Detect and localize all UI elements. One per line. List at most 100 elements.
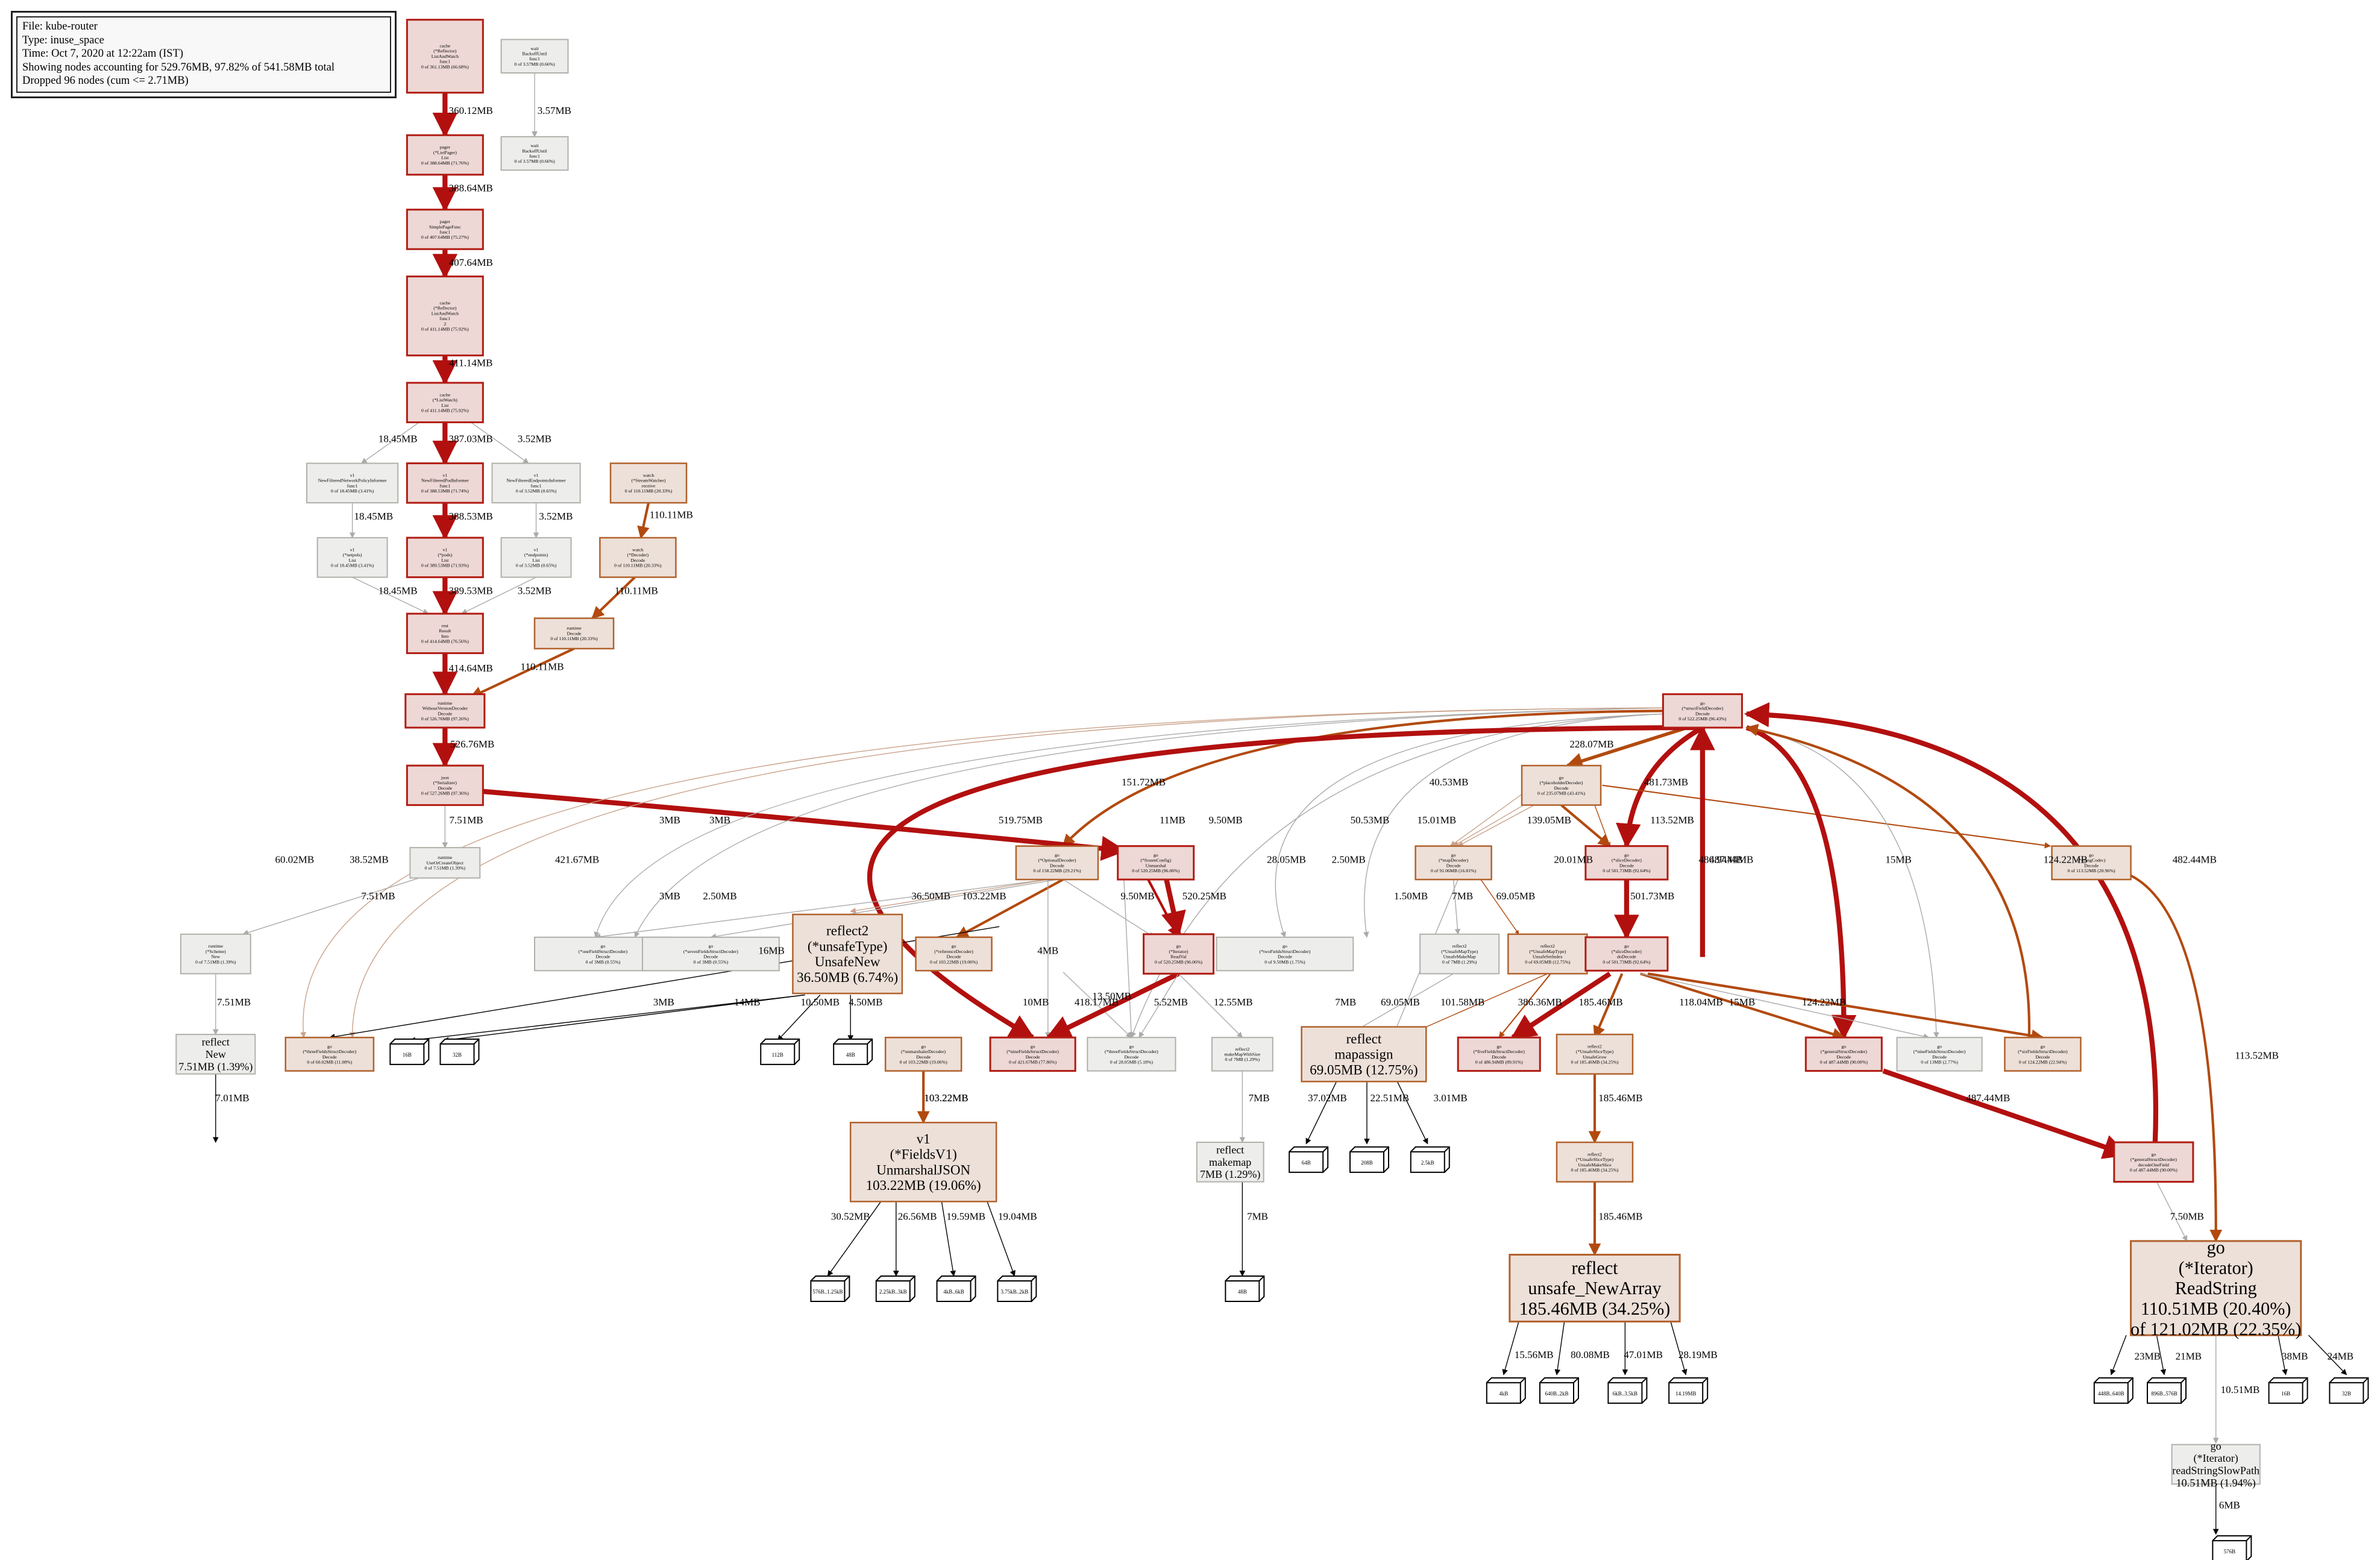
edge-label: 7.50MB <box>2170 1211 2204 1222</box>
node-label: go <box>1841 1043 1846 1049</box>
edge <box>1480 879 1519 935</box>
node-label: 0 of 103.22MB (19.06%) <box>900 1060 947 1065</box>
edge <box>2278 1335 2288 1376</box>
allocation-size-label: 4kB <box>1499 1391 1508 1397</box>
node-label: (*UnsafeSliceType) <box>1576 1157 1614 1162</box>
edge-label: 414.64MB <box>449 662 493 674</box>
node-label: (*pods) <box>438 552 452 558</box>
allocation-size-label: 6kB..3.5kB <box>1613 1391 1637 1397</box>
node-label: Into <box>441 634 449 639</box>
allocation-size-box: 208B <box>1349 1146 1389 1173</box>
edge-label: 228.07MB <box>1569 738 1613 750</box>
node-label: Decode <box>1836 1054 1851 1060</box>
node-label: NewFilteredNetworkPolicyInformer <box>318 478 387 483</box>
node-label: go <box>2041 1043 2046 1049</box>
node-label: 0 of 110.11MB (20.33%) <box>625 488 673 494</box>
edge-label: 30.52MB <box>831 1211 870 1222</box>
node-label: (*placeholderDecoder) <box>1540 780 1583 785</box>
node-label: func1 <box>531 483 542 488</box>
edge <box>1647 972 2044 1042</box>
allocation-size-box: 576B..1.25kB <box>810 1275 850 1302</box>
edge-label: 520.25MB <box>1182 890 1226 902</box>
allocation-size-label: 14.19MB <box>1675 1391 1696 1397</box>
edge <box>1452 879 1461 935</box>
allocation-size-box: 640B..2kB <box>1539 1377 1579 1404</box>
allocation-size-box: 48B <box>833 1038 873 1065</box>
node-label: go <box>1031 1043 1035 1049</box>
edge-label: 3.52MB <box>518 433 551 444</box>
node-label: Unmarshal <box>1146 863 1167 868</box>
node-label: 2 <box>444 321 446 327</box>
edge-label: 526.76MB <box>450 738 494 750</box>
node-label: runtime <box>438 855 453 860</box>
node-label: watch <box>643 473 655 478</box>
allocation-size-label: 576B <box>2224 1549 2236 1555</box>
node-label: reflect2 <box>1540 943 1555 949</box>
edge <box>1161 879 1186 937</box>
node-label: 0 of 361.13MB (66.68%) <box>421 64 469 69</box>
node-label: 0 of 60.02MB (11.08%) <box>307 1060 352 1065</box>
allocation-size-label: 16B <box>2281 1391 2290 1397</box>
allocation-size-label: 32B <box>453 1052 462 1058</box>
node-label: 0 of 486.94MB (89.91%) <box>1475 1060 1523 1065</box>
node-label: receive <box>642 483 656 488</box>
node-label: 0 of 421.67MB (77.86%) <box>1009 1060 1057 1065</box>
node-label: go <box>1624 852 1629 858</box>
edge-label: 15MB <box>1729 996 1755 1008</box>
node-label: go <box>1559 775 1564 780</box>
edge-label: 387.03MB <box>449 433 493 444</box>
node-label: 0 of 526.76MB (97.26%) <box>421 716 469 722</box>
edge <box>1275 713 1663 938</box>
node-label: (*sixFieldsStructDecoder) <box>2018 1049 2068 1054</box>
node-label: func1 <box>347 483 358 488</box>
node-label: SimplePageFunc <box>429 224 461 230</box>
node-label: reflect <box>1216 1144 1244 1156</box>
edge-label: 9.50MB <box>1209 814 1243 826</box>
allocation-size-box: 4kB <box>1486 1377 1526 1404</box>
edge-label: 421.67MB <box>555 854 599 865</box>
edge-label: 110.11MB <box>521 661 564 672</box>
edge <box>1670 1321 1688 1376</box>
node-label: mapassign <box>1334 1047 1393 1062</box>
legend-type: Type: inuse_space <box>22 34 104 46</box>
node-label: go <box>1937 1043 1942 1049</box>
node-label: func1 <box>439 483 450 488</box>
edge-label: 7MB <box>1247 1211 1268 1222</box>
edge-label: 28.05MB <box>1267 854 1306 865</box>
edge-label: 28.19MB <box>1678 1349 1718 1360</box>
node-label: 0 of 501.73MB (92.64%) <box>1603 959 1650 964</box>
edge-label: 23MB <box>2135 1350 2161 1362</box>
edge <box>777 995 821 1041</box>
node-label: Decode <box>630 558 645 563</box>
node-label: 0 of 110.11MB (20.33%) <box>550 636 598 641</box>
allocation-size-box: 896B..576B <box>2147 1377 2187 1404</box>
node-label: ListAndWatch <box>432 54 459 59</box>
allocation-size-label: 576B..1.25kB <box>812 1289 843 1295</box>
edge-label: 26.56MB <box>898 1211 937 1222</box>
node-label: func1 <box>439 316 450 321</box>
edge-label: 118.04MB <box>1679 996 1723 1008</box>
edge <box>955 878 1064 939</box>
node-label: (*Iterator) <box>1169 949 1188 954</box>
node-label: go <box>1154 852 1158 858</box>
edge <box>1351 973 1454 1034</box>
edge-label: 80.08MB <box>1571 1349 1610 1360</box>
edge-label: 113.52MB <box>2235 1049 2279 1061</box>
edge-label: 101.58MB <box>1440 996 1484 1008</box>
node-label: 0 of 158.22MB (29.21%) <box>1033 868 1081 873</box>
edge-label: 10MB <box>1023 996 1049 1008</box>
